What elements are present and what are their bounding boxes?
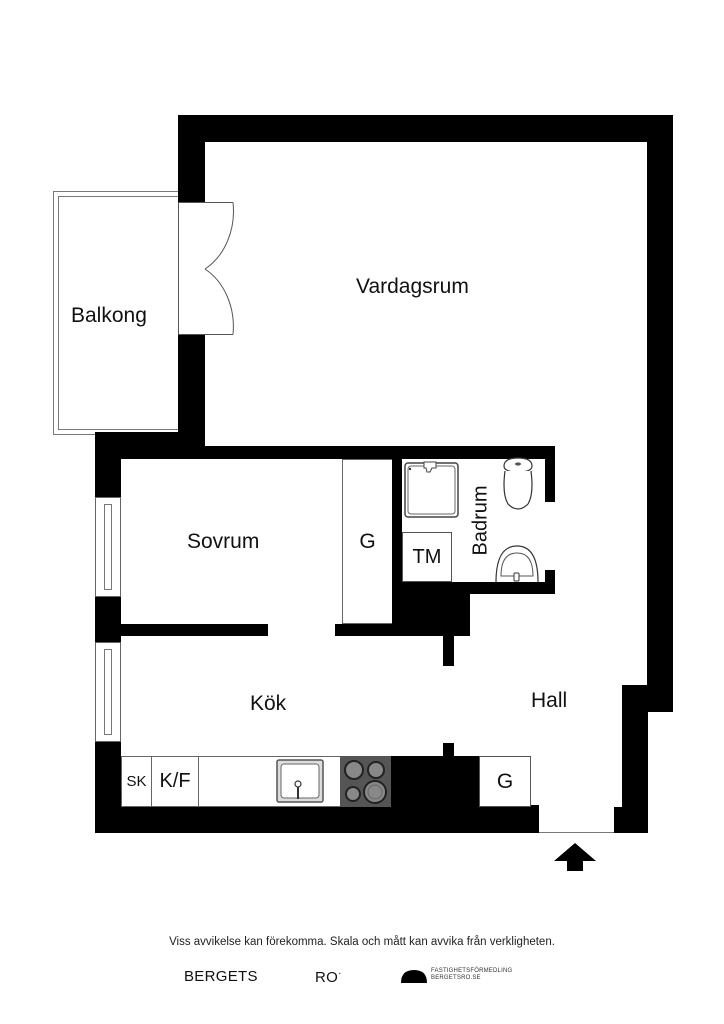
room-label-vardagsrum: Vardagsrum <box>356 275 469 298</box>
brand-right: RO· <box>315 968 342 986</box>
brand-mountain-icon <box>401 970 427 983</box>
wall-kitchen-lower-right <box>479 805 539 833</box>
wall-kitchen-block <box>391 756 479 807</box>
stove-icon <box>340 756 391 807</box>
sink-bathroom-icon <box>495 545 539 583</box>
wall-right-bottom-stub <box>614 807 648 833</box>
room-label-kok: Kök <box>250 692 287 715</box>
entrance-threshold <box>539 832 614 833</box>
wardrobe-hall: G <box>479 756 531 807</box>
fridge-freezer: K/F <box>151 756 199 807</box>
wall-stub-hall-lower <box>443 743 454 763</box>
wall-bedroom-kitchen-right <box>335 624 403 636</box>
wall-right <box>647 115 673 712</box>
wardrobe-bedroom: G <box>342 459 392 624</box>
disclaimer-text: Viss avvikelse kan förekomma. Skala och … <box>169 936 555 948</box>
window-bedroom <box>95 497 121 597</box>
wall-left <box>95 432 121 497</box>
wall-bottom <box>95 807 539 833</box>
wall-left-upper <box>178 115 205 202</box>
wall-top <box>178 115 673 142</box>
room-label-hall: Hall <box>531 689 568 712</box>
wall-bedroom-kitchen-left <box>121 624 268 636</box>
window-kitchen <box>95 642 121 742</box>
washing-machine: TM <box>402 532 452 582</box>
balcony-door-icon <box>178 202 234 335</box>
wall-bath-right-lower <box>545 570 555 594</box>
wall-stub-hall-upper <box>443 582 454 666</box>
broom-cupboard: SK <box>121 756 152 807</box>
brand-tagline: FASTIGHETSFÖRMEDLING BERGETSRO.SE <box>431 968 513 981</box>
wall-bath-block <box>392 582 470 636</box>
wall-wardrobe-bath <box>392 446 402 636</box>
toilet-icon <box>503 457 533 510</box>
balcony-outline <box>53 191 179 435</box>
wall-living-bedroom <box>121 446 555 459</box>
entrance-arrow-icon <box>554 843 596 871</box>
kitchen-sink-icon <box>276 759 324 803</box>
room-label-badrum: Badrum <box>469 485 492 556</box>
brand-left: BERGETS <box>184 968 258 985</box>
room-label-balkong: Balkong <box>71 304 147 327</box>
wall-bath-right-upper <box>545 446 555 502</box>
wall-left-between-windows <box>95 597 121 642</box>
room-label-sovrum: Sovrum <box>187 530 260 553</box>
shower-icon <box>404 461 459 518</box>
